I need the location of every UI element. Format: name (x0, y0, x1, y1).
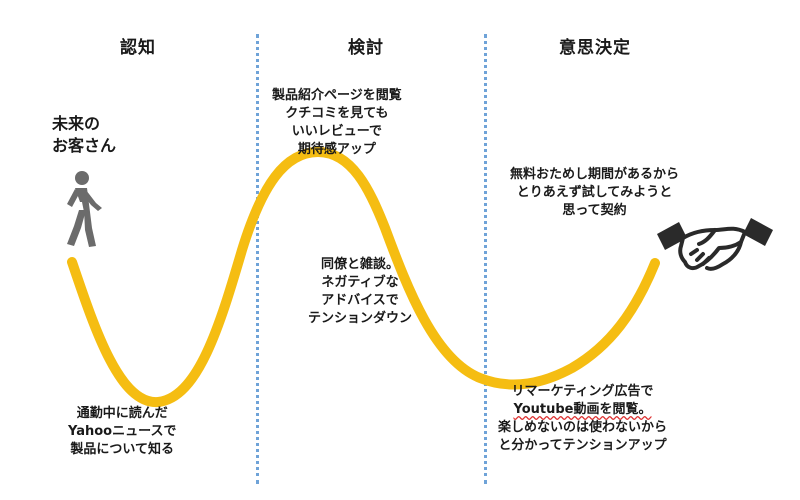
stage-divider-1 (256, 34, 259, 484)
note-line: 無料おためし期間があるから (510, 167, 680, 182)
note-line: 同僚と雑談。 (321, 257, 400, 272)
note-line: Youtube動画を閲覧。 (513, 402, 652, 417)
note-line: 思って契約 (562, 203, 627, 218)
note-line: ネガティブな (321, 275, 399, 290)
note-line: テンションダウン (308, 311, 413, 326)
note-line: リマーケティング広告で (511, 384, 654, 399)
note-awareness: 通勤中に読んだ Yahooニュースで 製品について知る (68, 405, 176, 459)
note-consider-dip: 同僚と雑談。 ネガティブな アドバイスで テンションダウン (308, 256, 412, 328)
note-line: 製品紹介ページを閲覧 (272, 88, 402, 103)
emotion-curve-path (67, 147, 660, 407)
note-line: いいレビューで (291, 124, 382, 139)
persona-line: お客さん (52, 136, 117, 155)
note-line: と分かってテンションアップ (498, 438, 667, 453)
note-line: とりあえず試してみようと (516, 185, 673, 200)
stage-heading-consideration: 検討 (348, 38, 384, 58)
walking-person-icon (67, 171, 102, 247)
note-line: Yahooニュースで (68, 424, 177, 439)
note-line: アドバイスで (321, 293, 399, 308)
note-line: 製品について知る (70, 442, 175, 457)
note-consider-peak: 製品紹介ページを閲覧 クチコミを見ても いいレビューで 期待感アップ (272, 87, 402, 159)
note-decision-low: リマーケティング広告で Youtube動画を閲覧。 楽しめないのは使わないから … (498, 383, 667, 455)
handshake-icon (657, 218, 773, 271)
stage-heading-awareness: 認知 (120, 38, 156, 58)
stage-divider-2 (484, 34, 487, 484)
persona-label: 未来の お客さん (52, 113, 116, 157)
note-line: 期待感アップ (297, 142, 376, 157)
note-line: 楽しめないのは使わないから (498, 420, 668, 435)
stage-heading-decision: 意思決定 (559, 38, 631, 58)
note-line: クチコミを見ても (285, 106, 389, 121)
note-line: 通勤中に読んだ (76, 406, 168, 421)
note-decision-high: 無料おためし期間があるから とりあえず試してみようと 思って契約 (510, 166, 679, 220)
persona-line: 未来の (52, 114, 101, 133)
